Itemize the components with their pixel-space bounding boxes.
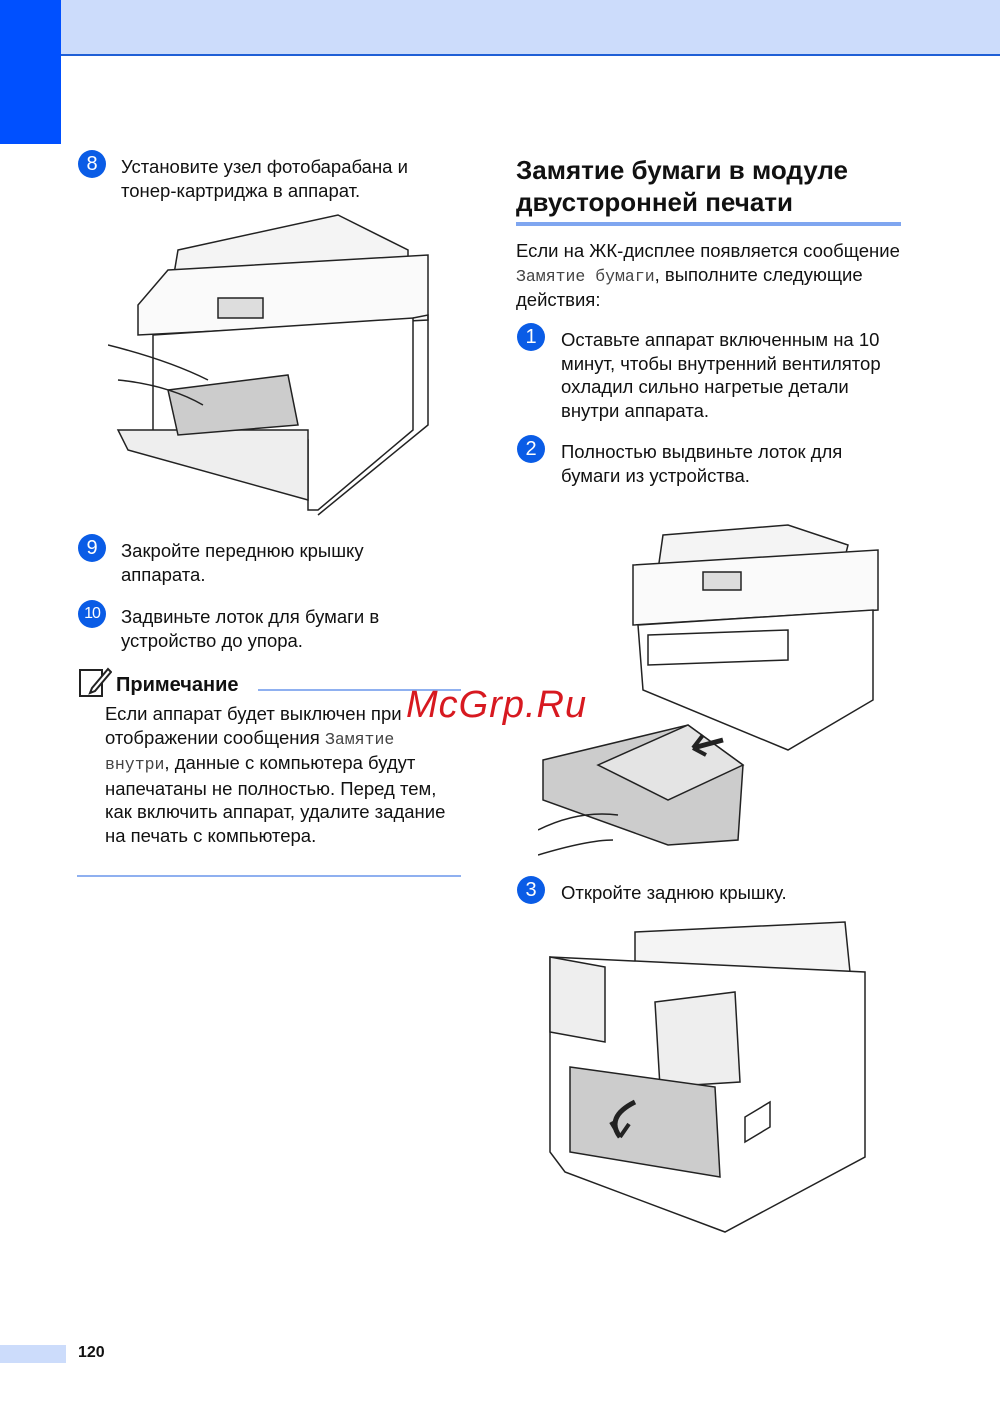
step-number: 9 [78, 534, 106, 562]
section-heading: Замятие бумаги в модуле двусторонней печ… [516, 154, 901, 226]
step-number: 1 [517, 323, 545, 351]
note-pencil-icon [78, 666, 113, 698]
illustration-install-drum [107, 210, 433, 522]
chapter-tab [0, 0, 61, 144]
footer-bar [0, 1345, 66, 1363]
step-number: 8 [78, 150, 106, 178]
note-title: Примечание [116, 674, 239, 696]
note-text: Если аппарат будет выключен при отображе… [105, 703, 446, 846]
watermark: McGrp.Ru [406, 684, 588, 726]
illustration-open-back-cover [545, 912, 873, 1234]
step-text: Оставьте аппарат включенным на 10 минут,… [561, 329, 881, 421]
note-rule [258, 689, 461, 691]
illustration-remove-tray [537, 520, 883, 865]
note-bottom-rule [77, 875, 461, 877]
step-number: 3 [517, 876, 545, 904]
step-text: Полностью выдвиньте лоток для бумаги из … [561, 441, 843, 486]
step-text: Откройте заднюю крышку. [561, 882, 787, 903]
intro-text: Если на ЖК-дисплее появляется сообщение … [516, 240, 900, 310]
step-number: 2 [517, 435, 545, 463]
step-text: Задвиньте лоток для бумаги в устройство … [121, 606, 380, 651]
step-text: Установите узел фотобарабана и тонер-кар… [121, 156, 408, 201]
page-number: 120 [78, 1344, 105, 1361]
step-number: 10 [78, 600, 106, 628]
step-text: Закройте переднюю крышку аппарата. [121, 540, 364, 585]
header-band [0, 0, 1000, 56]
